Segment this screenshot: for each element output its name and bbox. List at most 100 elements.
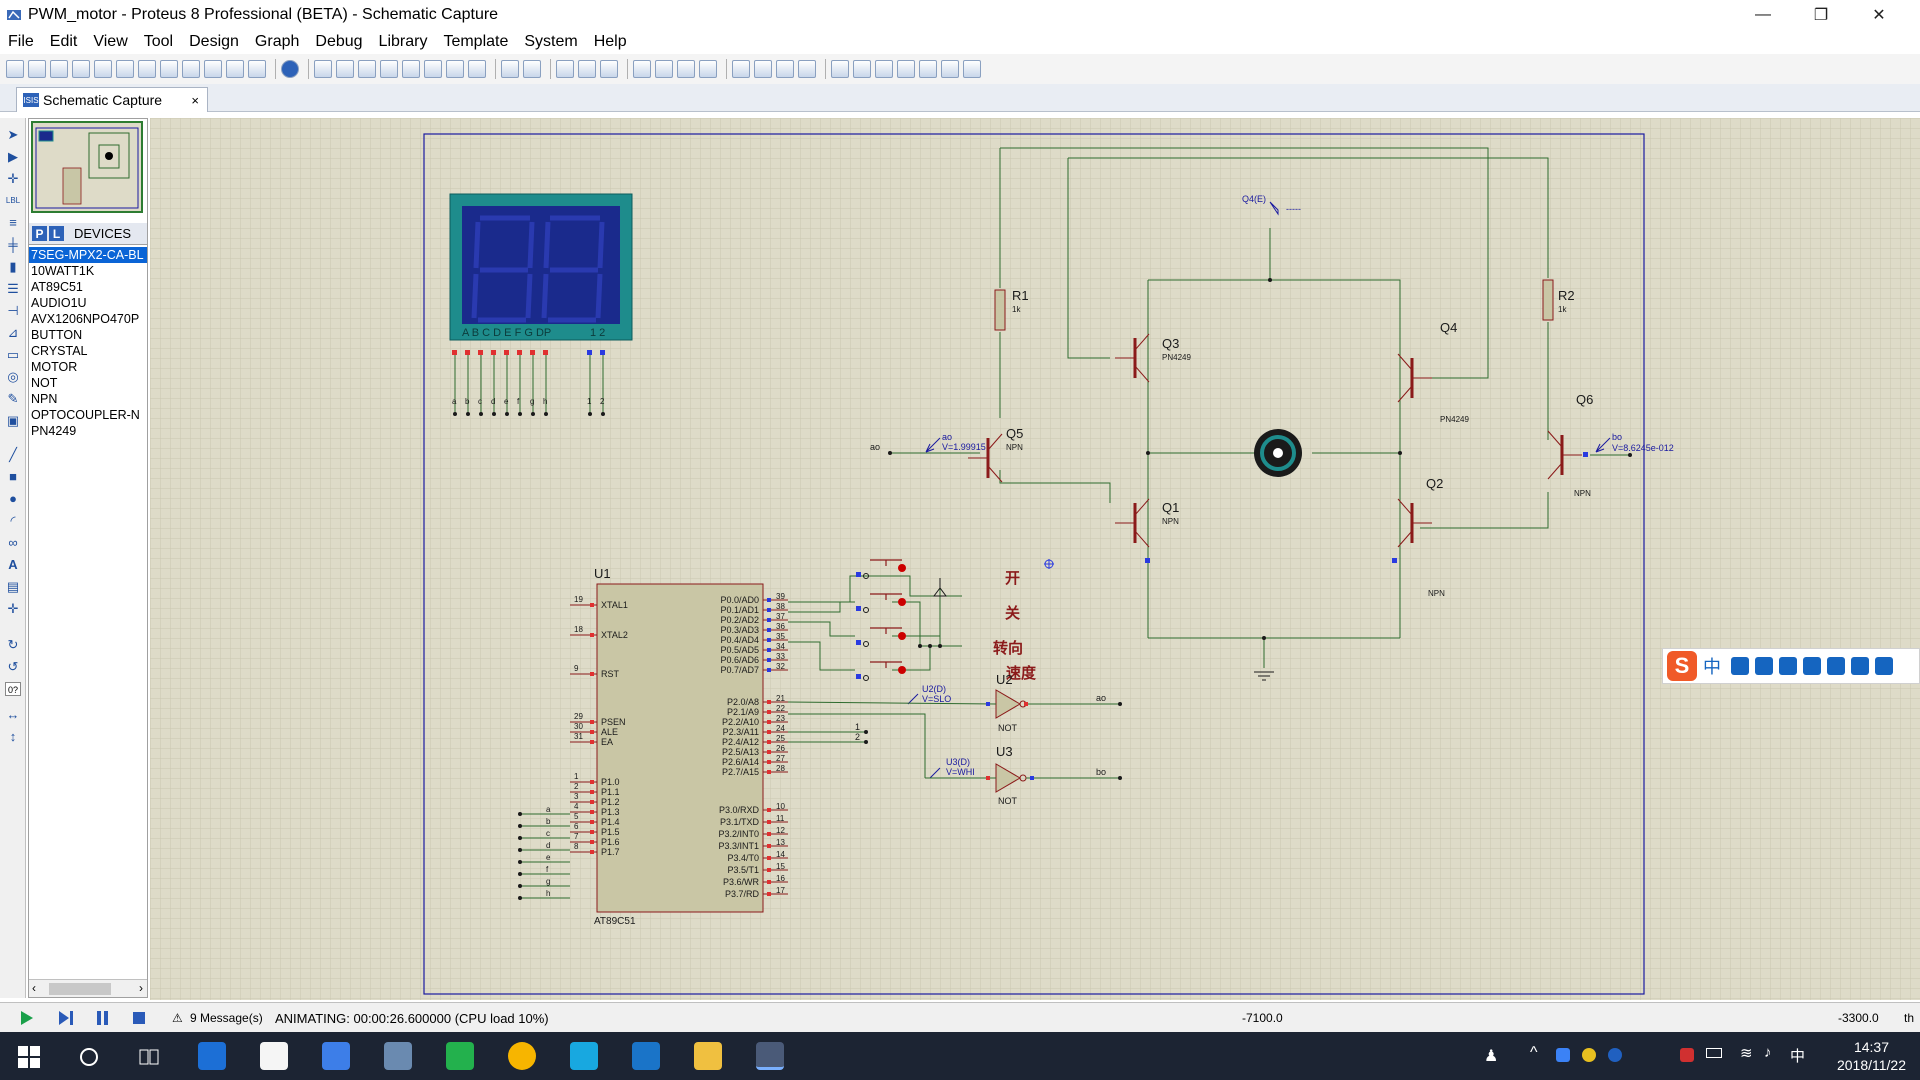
voltage-probe-icon[interactable]: ✎ [7,391,19,406]
menu-system[interactable]: System [524,33,578,50]
menu-debug[interactable]: Debug [315,33,363,50]
block-delete-icon[interactable] [699,60,717,78]
origin-icon[interactable] [358,60,376,78]
new-file-icon[interactable] [6,60,24,78]
keyboard-icon[interactable] [1803,657,1821,675]
people-icon[interactable]: ♟ [1484,1048,1499,1065]
proteus-taskbar-icon[interactable] [756,1042,784,1070]
device-item[interactable]: NOT [31,376,58,390]
scroll-left-icon[interactable]: ‹ [32,981,36,995]
store-icon[interactable] [260,1042,288,1070]
tray-app-icon[interactable] [1582,1048,1596,1062]
maximize-button[interactable]: ❐ [1813,7,1829,24]
device-item[interactable]: MOTOR [31,360,78,374]
new-sheet-icon[interactable] [897,60,915,78]
save-all-icon[interactable] [72,60,90,78]
schematic-canvas[interactable]: A B C D E F G DP 1 2 a b c d e f g h 1 2… [150,118,1920,1000]
step-icon[interactable] [58,1010,74,1026]
input-language-indicator[interactable]: 中 [1790,1047,1806,1065]
device-item[interactable]: CRYSTAL [31,344,88,358]
mirror-x-icon[interactable]: ↔ [6,707,20,722]
junction-dot-icon[interactable]: ✛ [7,171,19,186]
user-icon[interactable] [1827,657,1845,675]
media-player-icon[interactable] [508,1042,536,1070]
schematic-icon[interactable] [116,60,134,78]
home-icon[interactable] [94,60,112,78]
redo-icon[interactable] [523,60,541,78]
library-icon[interactable] [248,60,266,78]
help-icon[interactable] [281,60,299,78]
block-copy-icon[interactable] [633,60,651,78]
task-view-icon[interactable] [138,1046,160,1068]
remove-sheet-icon[interactable] [919,60,937,78]
component-mode-icon[interactable]: ▶ [8,149,18,164]
block-rotate-icon[interactable] [677,60,695,78]
grid-icon[interactable] [336,60,354,78]
rotation-angle-field[interactable]: 0? [5,682,21,696]
push-buttons[interactable] [788,559,962,681]
device-item[interactable]: BUTTON [31,328,83,342]
exit-sheet-icon[interactable] [941,60,959,78]
path-2d-icon[interactable]: ∞ [8,535,18,550]
virtual-instrument-icon[interactable]: ▣ [6,413,20,428]
photos-icon[interactable] [322,1042,350,1070]
circle-2d-icon[interactable]: ● [9,491,17,506]
punctuation-icon[interactable] [1731,657,1749,675]
resistor-r1[interactable]: R1 1k [994,288,1029,331]
device-item[interactable]: PN4249 [31,424,77,438]
paste-icon[interactable] [600,60,618,78]
box-2d-icon[interactable]: ■ [9,469,17,484]
copy-icon[interactable] [578,60,596,78]
windows-start-icon[interactable] [18,1046,40,1068]
search-icon[interactable] [853,60,871,78]
undo-icon[interactable] [501,60,519,78]
schematic-drawing[interactable]: A B C D E F G DP 1 2 a b c d e f g h 1 2… [150,118,1920,1000]
probe-q4e[interactable]: Q4(E) ----- [1242,194,1301,216]
bom-icon[interactable] [204,60,222,78]
remote-desktop-icon[interactable] [384,1042,412,1070]
property-tool-icon[interactable] [875,60,893,78]
emoji-icon[interactable] [1755,657,1773,675]
minimize-button[interactable]: — [1755,6,1771,23]
stop-icon[interactable] [132,1011,146,1025]
netlist-icon[interactable] [963,60,981,78]
ime-language-toggle[interactable]: 中 [1703,657,1721,678]
text-2d-icon[interactable]: A [8,557,18,572]
wire-autorouter-icon[interactable] [831,60,849,78]
tab-schematic-capture[interactable]: ISIS Schematic Capture × [16,87,208,112]
rotate-cw-icon[interactable]: ↻ [7,637,19,652]
marker-2d-icon[interactable]: ✛ [7,601,19,616]
edge-browser-icon[interactable] [198,1042,226,1070]
menu-edit[interactable]: Edit [49,33,78,50]
arc-2d-icon[interactable]: ◜ [10,513,16,528]
open-folder-icon[interactable] [28,60,46,78]
block-move-icon[interactable] [655,60,673,78]
tab-close-icon[interactable]: × [191,92,199,108]
mcu-u1[interactable]: U1 AT89C51 [594,566,764,927]
device-item[interactable]: AUDIO1U [31,296,87,310]
device-list-scrollbar[interactable]: ‹ › [29,979,147,997]
seven-segment-display[interactable]: A B C D E F G DP 1 2 [449,193,633,341]
graph-icon[interactable]: ⊿ [7,325,19,340]
battery-icon[interactable] [1706,1048,1722,1058]
device-item[interactable]: AVX1206NPO470P [31,312,140,326]
play-icon[interactable] [20,1010,34,1026]
package-tool-icon[interactable] [776,60,794,78]
menu-tool[interactable]: Tool [143,33,174,50]
cortana-search-icon[interactable] [78,1046,100,1068]
menu-help[interactable]: Help [593,33,627,50]
zoom-in-icon[interactable] [402,60,420,78]
device-item[interactable]: OPTOCOUPLER-N [31,408,140,422]
generator-icon[interactable]: ◎ [7,369,19,384]
symbol-2d-icon[interactable]: ▤ [6,579,20,594]
warning-icon[interactable]: ⚠ [172,1011,183,1025]
tray-app-icon[interactable] [1680,1048,1694,1062]
file-explorer-icon[interactable] [694,1042,722,1070]
volume-icon[interactable]: ♪ [1764,1044,1772,1061]
wifi-icon[interactable]: ≋ [1740,1045,1753,1062]
zoom-out-icon[interactable] [424,60,442,78]
